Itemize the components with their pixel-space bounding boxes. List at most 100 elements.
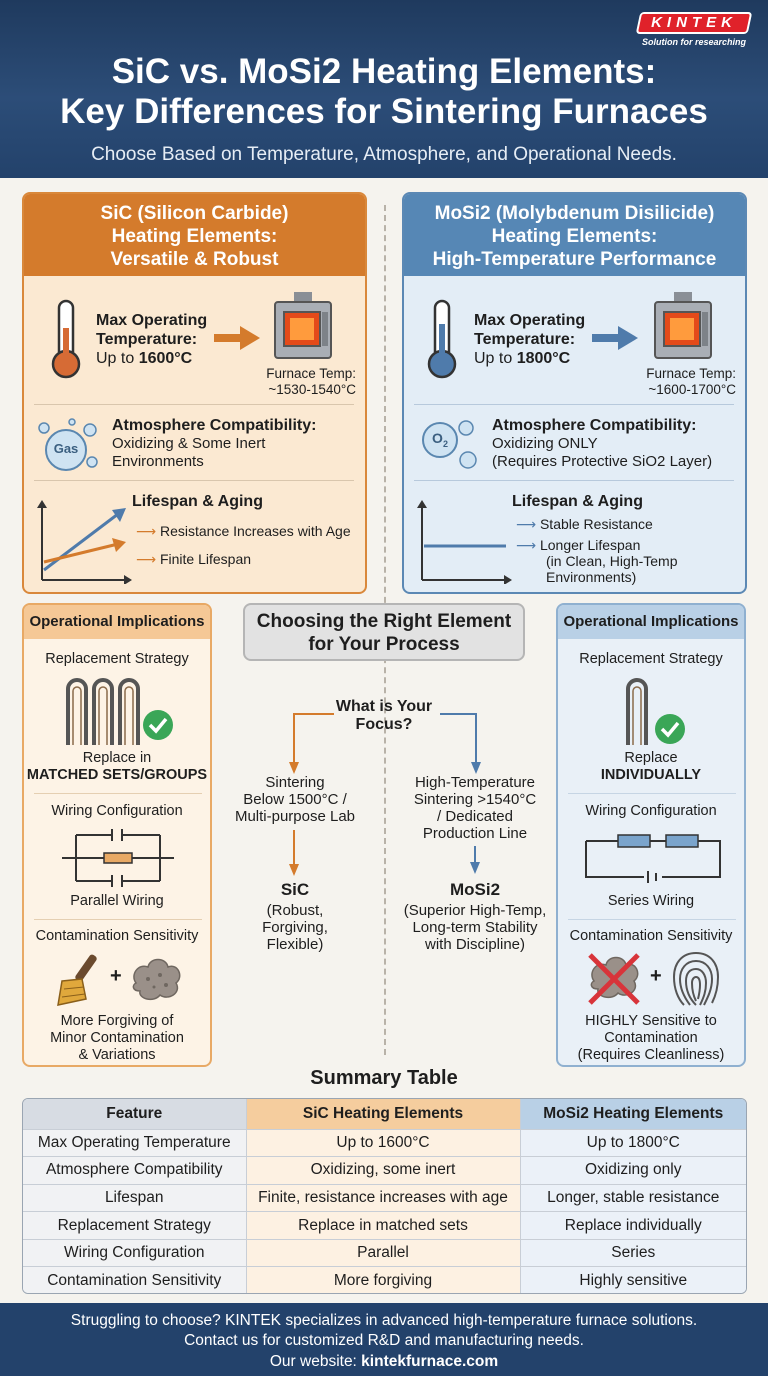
sic-replacement-line-2: MATCHED SETS/GROUPS <box>26 767 208 783</box>
mosi2-lifespan-label: Lifespan & Aging <box>512 493 643 510</box>
flat-chart-icon <box>417 500 512 584</box>
divider <box>414 480 734 481</box>
sic-condition-line-3: Multi-purpose Lab <box>234 808 356 825</box>
mosi2-condition-line-2: Sintering >1540°C <box>413 791 537 808</box>
fingerprint-icon <box>672 952 720 1006</box>
mosi2-desc-line-2: Long-term Stability <box>412 919 538 936</box>
table-cell: Oxidizing, some inert <box>246 1156 521 1185</box>
mosi2-max-temp-line-2: Temperature: <box>474 331 576 348</box>
thermometer-icon <box>51 299 81 379</box>
mosi2-atmosphere-line-1: Oxidizing ONLY <box>492 435 598 452</box>
divider <box>414 404 734 405</box>
sic-furnace-temp: Furnace Temp: ~1530-1540°C <box>246 366 356 398</box>
mosi2-max-temp-line-1: Max Operating <box>474 312 586 329</box>
heating-element-icon <box>66 678 173 745</box>
table-cell: Replacement Strategy <box>23 1211 247 1240</box>
mosi2-lifespan-item-2-line-2: (in Clean, High-Temp <box>546 553 678 569</box>
table-row: Atmosphere Compatibility Oxidizing, some… <box>23 1156 746 1185</box>
no-dust-icon <box>588 953 640 1005</box>
mosi2-result: MoSi2 <box>449 880 501 899</box>
parallel-circuit-icon <box>62 829 174 887</box>
focus-question: What is Your Focus? <box>314 698 454 734</box>
website-link[interactable]: kintekfurnace.com <box>361 1353 499 1370</box>
sic-lifespan-item-2-text: Finite Lifespan <box>159 551 252 567</box>
header-banner: KINTEK Solution for researching SiC vs. … <box>0 0 768 178</box>
sic-lifespan-item-1-text: Resistance Increases with Age <box>159 523 351 539</box>
table-cell: Oxidizing only <box>520 1156 746 1185</box>
table-cell: Up to 1800°C <box>520 1129 746 1158</box>
dust-icon <box>132 958 181 1001</box>
gas-bubbles-icon <box>38 418 98 471</box>
footer-website-line: Our website: kintekfurnace.com <box>0 1352 768 1371</box>
mosi2-contamination-line-1: HIGHLY Sensitive to <box>585 1013 717 1029</box>
mosi2-panel-title: Operational Implications <box>558 605 744 639</box>
sic-result: SiC <box>280 880 310 899</box>
sic-atmosphere-label: Atmosphere Compatibility: <box>112 417 317 434</box>
arrow-icon <box>214 326 260 350</box>
page-subtitle: Choose Based on Temperature, Atmosphere,… <box>91 144 677 165</box>
sic-condition-line-2: Below 1500°C / <box>243 791 347 808</box>
sic-max-temp-label: Max Operating Temperature: Up to 1600°C <box>96 311 207 368</box>
sic-furnace-temp-label: Furnace Temp: <box>266 366 356 381</box>
mosi2-card-title: MoSi2 (Molybdenum Disilicide) Heating El… <box>404 194 745 276</box>
sic-lifespan-item-1: ⟶ Resistance Increases with Age <box>136 523 351 539</box>
logo-tagline: Solution for researching <box>641 37 746 47</box>
sic-condition: Sintering Below 1500°C / Multi-purpose L… <box>220 774 370 825</box>
sic-contamination-line-1: More Forgiving of <box>60 1013 174 1029</box>
title-line-1: SiC vs. MoSi2 Heating Elements: <box>111 52 657 91</box>
table-header-feature: Feature <box>23 1099 247 1130</box>
divider <box>34 480 354 481</box>
sic-desc-line-2: Forgiving, <box>262 919 328 936</box>
logo-text: KINTEK <box>651 14 737 31</box>
sic-max-temp-line-1: Max Operating <box>96 312 208 329</box>
table-cell: Up to 1600°C <box>246 1129 521 1158</box>
table-row: Max Operating Temperature Up to 1600°C U… <box>23 1129 746 1158</box>
kintek-logo[interactable]: KINTEK Solution for researching <box>635 12 753 50</box>
mosi2-max-temp-label: Max Operating Temperature: Up to 1800°C <box>474 311 585 368</box>
mosi2-lifespan-item-1: ⟶ Stable Resistance <box>516 516 653 532</box>
mosi2-result-desc: (Superior High-Temp, Long-term Stability… <box>392 902 558 953</box>
heating-element-icon <box>626 678 685 745</box>
table-cell: Atmosphere Compatibility <box>23 1156 247 1185</box>
footer-website-label: Our website: <box>269 1353 362 1370</box>
mosi2-lifespan-item-2-line-1: Longer Lifespan <box>539 537 641 553</box>
table-cell: Longer, stable resistance <box>520 1184 746 1213</box>
thermometer-icon <box>427 299 457 379</box>
mosi2-title-line-2: Heating Elements: <box>491 226 658 247</box>
table-cell: Highly sensitive <box>520 1266 746 1293</box>
sic-replacement-label: Replacement Strategy <box>45 651 189 667</box>
sic-contamination-line-3: & Variations <box>78 1047 156 1063</box>
decision-title-line-2: for Your Process <box>308 634 460 655</box>
footer-line-2: Contact us for customized R&D and manufa… <box>184 1332 584 1349</box>
table-cell: Series <box>520 1239 746 1268</box>
sic-lifespan-label: Lifespan & Aging <box>132 493 263 510</box>
sic-card-title: SiC (Silicon Carbide) Heating Elements: … <box>24 194 365 276</box>
mosi2-atmosphere-line-2: (Requires Protective SiO2 Layer) <box>492 453 713 470</box>
sic-desc-line-3: Flexible) <box>266 936 324 953</box>
growth-chart-icon <box>37 500 132 584</box>
table-header-mosi2: MoSi2 Heating Elements <box>520 1099 746 1130</box>
gas-icon-text: Gas <box>53 441 79 456</box>
sic-condition-line-1: Sintering <box>265 774 325 791</box>
table-cell: Wiring Configuration <box>23 1239 247 1268</box>
table-row: Replacement Strategy Replace in matched … <box>23 1211 746 1240</box>
sic-atmosphere-line-1: Oxidizing & Some Inert <box>112 435 266 452</box>
sic-panel-title: Operational Implications <box>24 605 210 639</box>
table-cell: Lifespan <box>23 1184 247 1213</box>
decision-arrows <box>289 713 481 774</box>
mosi2-desc-line-1: (Superior High-Temp, <box>403 902 547 919</box>
mosi2-operational-panel: Operational Implications Replacement Str… <box>556 603 746 1067</box>
divider <box>568 919 736 920</box>
down-arrow-icon <box>470 846 480 874</box>
mosi2-replacement-line-1: Replace <box>624 750 678 766</box>
mosi2-condition-line-3: / Dedicated <box>437 808 513 825</box>
sic-wiring-label: Wiring Configuration <box>51 803 183 819</box>
mosi2-card: MoSi2 (Molybdenum Disilicide) Heating El… <box>402 192 747 594</box>
mosi2-replacement-label: Replacement Strategy <box>579 651 723 667</box>
divider <box>34 919 202 920</box>
mosi2-atmosphere-label: Atmosphere Compatibility: <box>492 417 697 434</box>
mosi2-contamination-label: Contamination Sensitivity <box>569 928 733 944</box>
mosi2-contamination-line-3: (Requires Cleanliness) <box>577 1047 725 1063</box>
focus-question-line-2: Focus? <box>355 716 413 733</box>
sic-contamination-line-2: Minor Contamination <box>50 1030 184 1046</box>
